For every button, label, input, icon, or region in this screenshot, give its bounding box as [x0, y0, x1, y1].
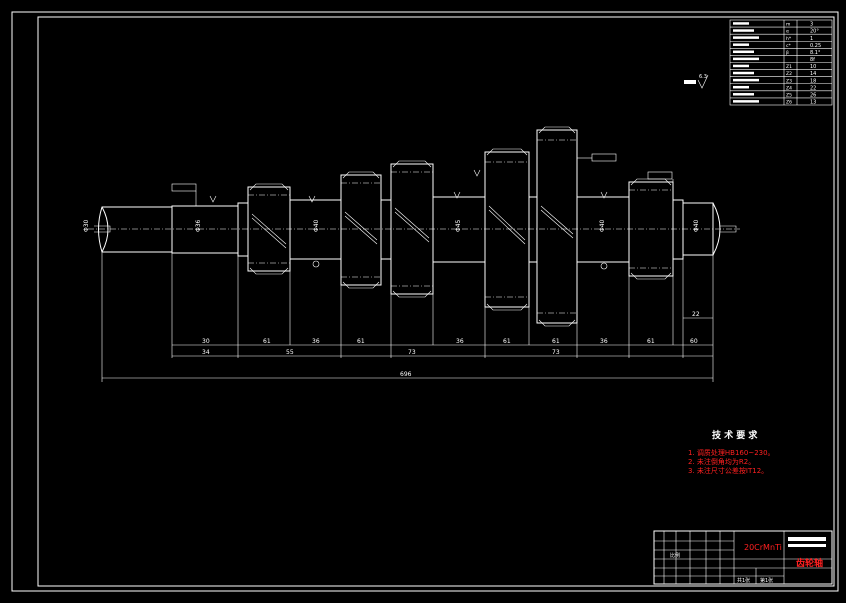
outer-border: [11, 11, 839, 592]
param-symbol: h*: [786, 36, 792, 42]
param-value: 8.1°: [810, 50, 821, 56]
svg-text:6.3: 6.3: [699, 74, 707, 80]
dim-14: 73: [552, 349, 560, 356]
param-label-mark: [733, 43, 749, 46]
helix-lines: [251, 205, 574, 249]
param-symbol: Z3: [786, 78, 792, 84]
dim-13: 60: [690, 338, 698, 345]
svg-text:Φ45: Φ45: [455, 219, 462, 232]
param-value: 3: [810, 22, 813, 28]
sheet-label: 共1张: [737, 577, 750, 584]
param-symbol: Z5: [786, 92, 792, 98]
param-symbol: α: [786, 30, 789, 35]
pitch-lines: [248, 139, 673, 314]
dim-9: 61: [503, 338, 511, 345]
param-symbol: Z1: [786, 64, 792, 70]
param-label-mark: [733, 85, 749, 89]
extension-lines: [101, 252, 714, 382]
param-value: 20°: [810, 29, 819, 35]
dim-6: 61: [357, 338, 365, 345]
gear-chamfers: [249, 126, 672, 327]
param-label-mark: [733, 36, 759, 39]
note-2: 2. 未注倒角均为R2。: [688, 457, 755, 466]
dim-2: 34: [202, 349, 210, 356]
param-label-mark: [733, 78, 759, 82]
dim-1: 30: [202, 338, 210, 345]
diameter-labels: Φ30 Φ36 Φ40 Φ45 Φ40 Φ40: [83, 219, 700, 232]
param-label-mark: [733, 64, 749, 68]
dim-15: 22: [692, 311, 700, 318]
param-symbol: Z6: [786, 100, 792, 106]
param-value: 13: [810, 100, 816, 106]
svg-text:Φ40: Φ40: [313, 219, 320, 232]
param-value: 10: [810, 64, 816, 70]
part-name: 齿轮轴: [796, 557, 823, 569]
dimension-texts: 30 34 61 55 36 61 73 36 61 61 36 61 60 7…: [202, 311, 700, 378]
param-value: 0.25: [810, 43, 821, 49]
param-symbol: c*: [786, 43, 791, 49]
param-value: 8f: [810, 57, 815, 63]
dim-10: 61: [552, 338, 560, 345]
param-value: 1: [810, 36, 813, 42]
default-roughness-symbol: 6.3: [684, 74, 709, 89]
note-1: 1. 调质处理HB160~230。: [688, 448, 775, 457]
svg-text:Φ40: Φ40: [599, 219, 606, 232]
title-block: 20CrMnTi 齿轮轴 比例 共1张 第1张: [653, 530, 833, 585]
note-3: 3. 未注尺寸公差按IT12。: [688, 466, 768, 475]
inner-border: [37, 16, 835, 587]
param-label-mark: [733, 29, 754, 32]
shaft-body: [98, 129, 721, 324]
param-value: 14: [810, 71, 816, 77]
dim-5: 36: [312, 338, 320, 345]
svg-text:Φ40: Φ40: [693, 219, 700, 232]
annotation-marks: [171, 153, 674, 270]
param-value: 18: [810, 78, 816, 84]
sheet-label-2: 第1张: [760, 577, 773, 584]
param-label-mark: [733, 22, 749, 25]
dimension-lines: [102, 317, 713, 379]
param-symbol: m: [786, 23, 790, 28]
dim-11: 36: [600, 338, 608, 345]
param-value: 22: [810, 85, 816, 91]
dim-7: 73: [408, 349, 416, 356]
param-label-mark: [733, 100, 759, 103]
dim-total: 696: [400, 371, 412, 378]
dim-12: 61: [647, 338, 655, 345]
notes-title: 技 术 要 求: [712, 429, 758, 441]
param-label-mark: [733, 50, 754, 54]
svg-text:Φ30: Φ30: [83, 219, 90, 232]
param-symbol: Z2: [786, 71, 792, 77]
dim-8: 36: [456, 338, 464, 345]
technical-requirements: 技 术 要 求 1. 调质处理HB160~230。 2. 未注倒角均为R2。 3…: [688, 429, 775, 475]
scale-label: 比例: [670, 552, 680, 559]
svg-text:Φ36: Φ36: [195, 219, 202, 232]
center-holes: [94, 225, 737, 233]
dim-3: 61: [263, 338, 271, 345]
param-symbol: Z4: [786, 85, 792, 91]
material-label: 20CrMnTi: [744, 543, 782, 552]
param-label-mark: [733, 93, 754, 96]
param-symbol: β: [786, 50, 789, 56]
param-value: 26: [810, 92, 816, 98]
param-label-mark: [733, 71, 754, 75]
dim-4: 55: [286, 349, 294, 356]
param-label-mark: [733, 57, 759, 61]
